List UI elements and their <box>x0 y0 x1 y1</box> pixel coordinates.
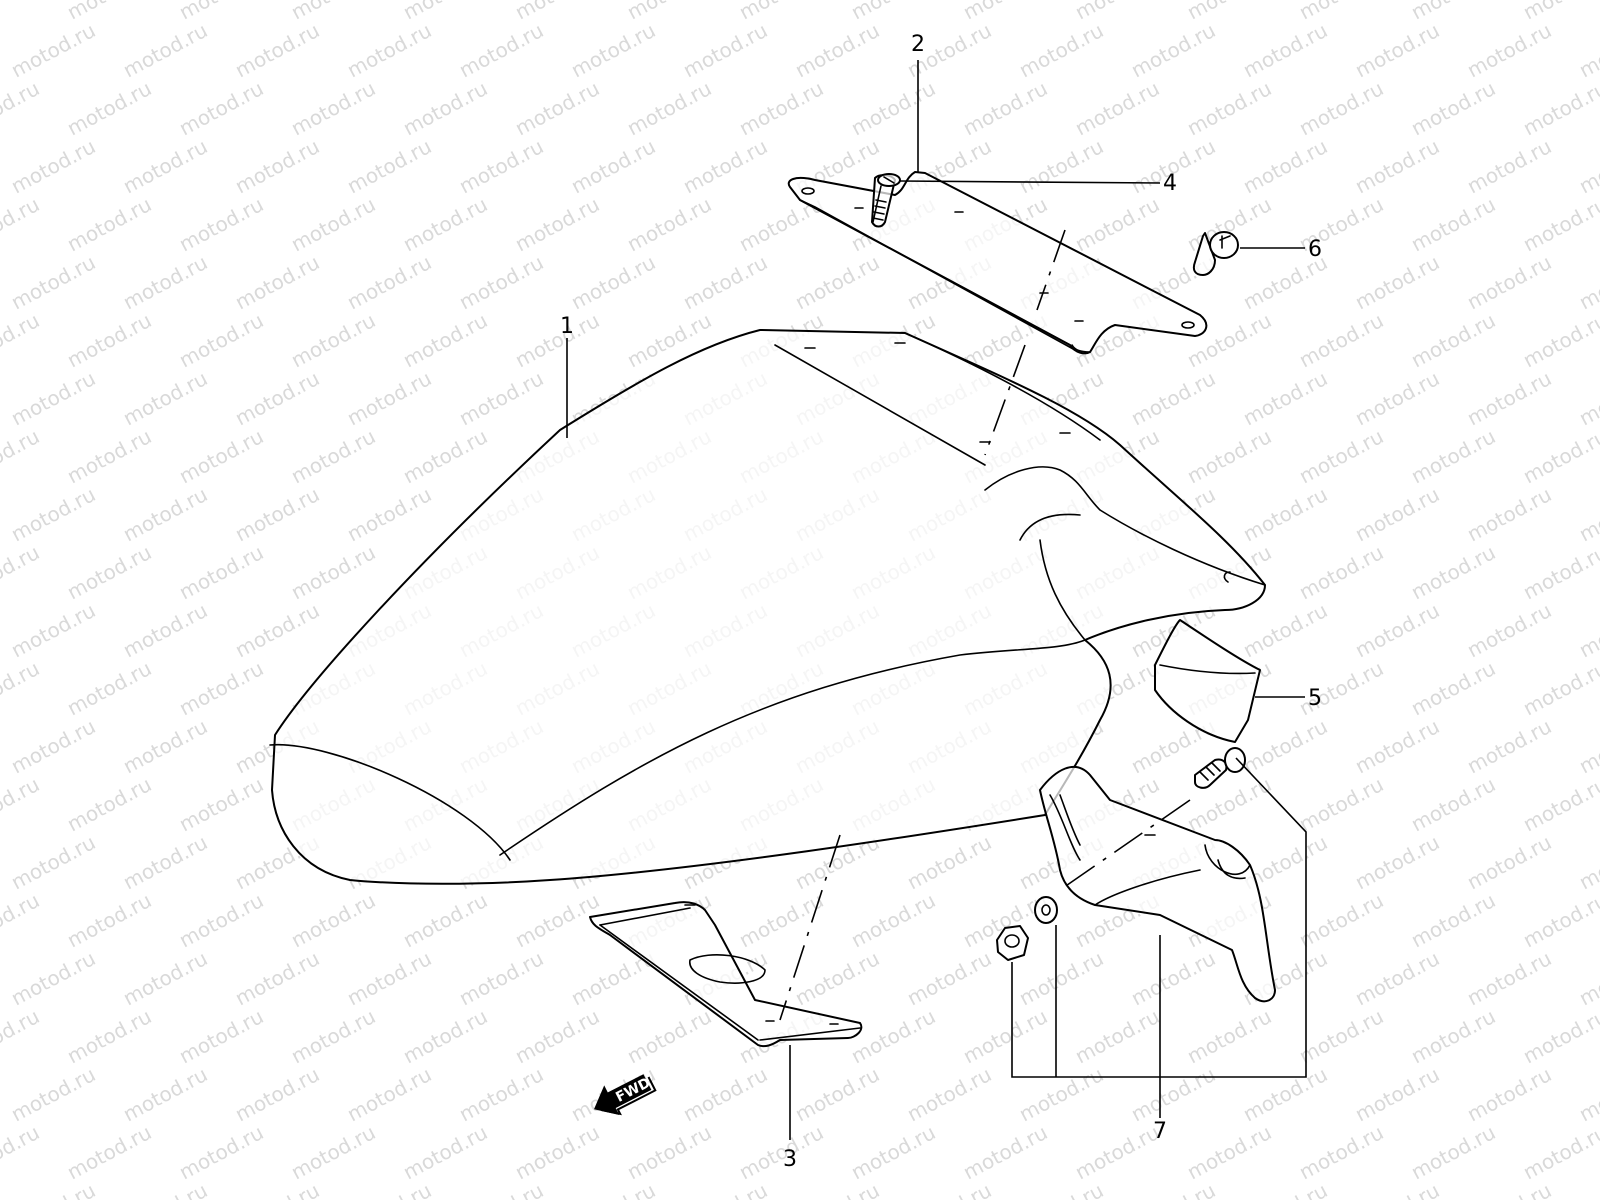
forward-arrow-icon: FWD <box>594 1074 657 1116</box>
fender-brace-lower <box>589 901 863 1048</box>
callout-3: 3 <box>783 1147 797 1172</box>
front-fender <box>269 329 1266 885</box>
fender-side-set <box>996 747 1276 1003</box>
fender-bracket-upper <box>787 171 1208 355</box>
screw <box>871 173 901 228</box>
callout-7: 7 <box>1153 1119 1167 1144</box>
callout-5: 5 <box>1308 686 1322 711</box>
bolt <box>1192 231 1239 276</box>
callout-4: 4 <box>1163 171 1177 196</box>
callout-6: 6 <box>1308 237 1322 262</box>
assembly-lines <box>779 229 1191 1021</box>
reflector-plate <box>1154 619 1261 743</box>
callout-1: 1 <box>560 314 574 339</box>
leader-lines <box>566 60 1307 1140</box>
callout-labels: 1 2 4 6 5 3 7 <box>560 32 1322 1172</box>
callout-2: 2 <box>911 32 925 57</box>
